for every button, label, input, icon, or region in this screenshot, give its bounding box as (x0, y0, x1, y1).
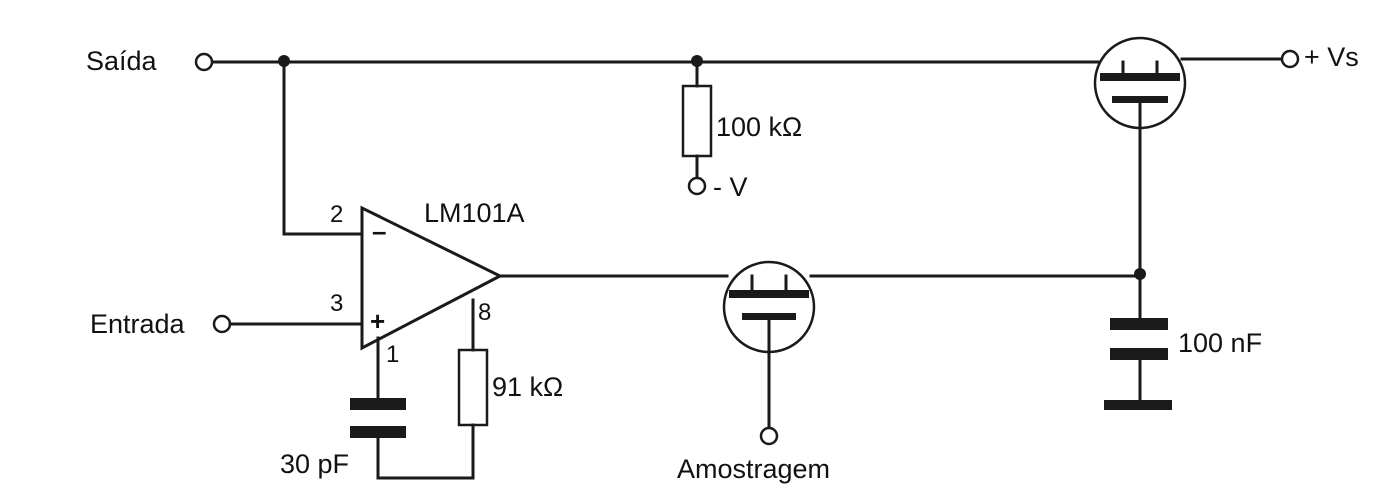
fet-top-gate (1112, 96, 1168, 103)
ground-bar (1104, 400, 1172, 410)
positive-supply-label: + Vs (1304, 42, 1359, 72)
output-label: Saída (86, 46, 158, 76)
sample-terminal[interactable] (759, 426, 779, 446)
comp-loop-wire (376, 423, 475, 480)
positive-supply-terminal[interactable] (1280, 49, 1300, 69)
resistor-100k (681, 84, 713, 158)
pin-3-label: 3 (330, 290, 343, 317)
opamp-label: LM101A (424, 198, 525, 228)
pin-1-label: 1 (386, 341, 399, 368)
cap-100nf-label: 100 nF (1178, 328, 1262, 358)
opamp-minus-sign: – (372, 216, 386, 246)
negative-supply-terminal[interactable] (687, 176, 707, 196)
feedback-wire (282, 60, 364, 236)
output-terminal[interactable] (194, 52, 214, 72)
opamp-plus-sign: + (370, 306, 385, 336)
pin-2-label: 2 (330, 201, 343, 228)
input-label: Entrada (90, 309, 186, 339)
cap-100nf-plate-top (1110, 318, 1168, 330)
fet-sample-gate (742, 313, 796, 320)
fet-top-channel (1100, 73, 1180, 81)
pin-8-label: 8 (478, 299, 491, 326)
opamp-triangle (360, 205, 504, 351)
resistor-100k-label: 100 kΩ (716, 112, 802, 142)
cap-30pf-plate-top (350, 398, 406, 410)
fet-sample-channel (729, 290, 809, 298)
resistor-91k-label: 91 kΩ (492, 372, 563, 402)
input-terminal[interactable] (212, 314, 232, 334)
cap-30pf-plate-bottom (350, 426, 406, 438)
cap-30pf-label: 30 pF (280, 449, 349, 479)
sample-label: Amostragem (677, 454, 830, 484)
cap-100nf-plate-bottom (1110, 348, 1168, 360)
resistor-91k (457, 348, 489, 427)
negative-supply-label: - V (713, 172, 748, 202)
